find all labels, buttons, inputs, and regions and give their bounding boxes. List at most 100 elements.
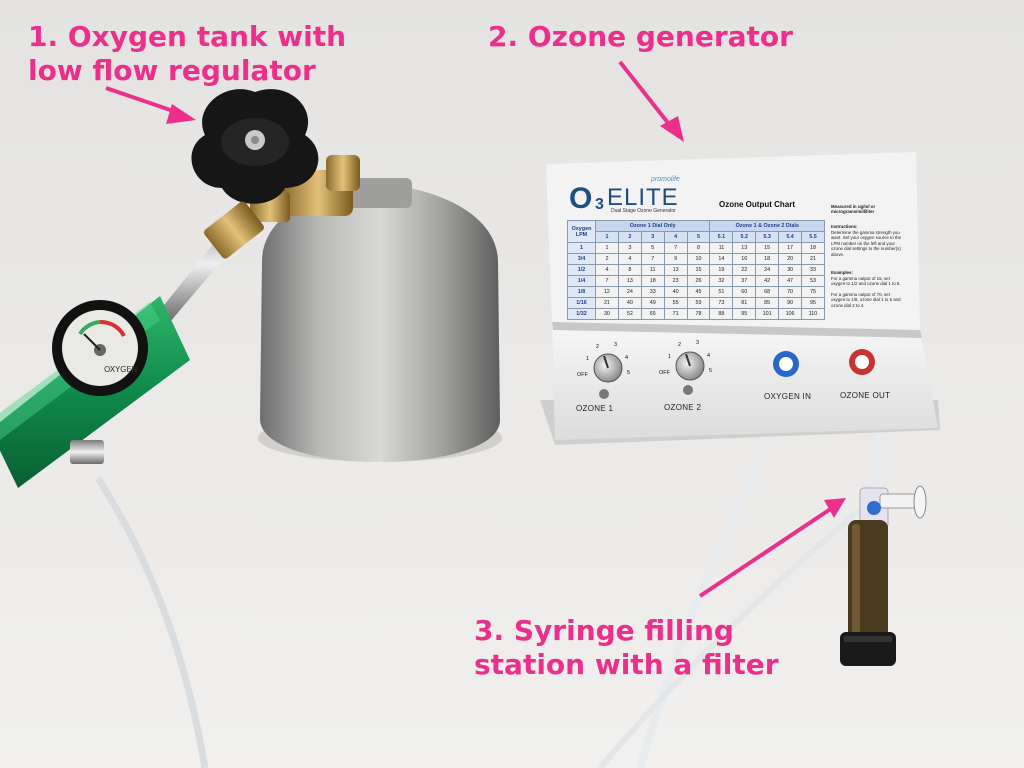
table-cell: 13 [617,275,642,287]
table-cell: 70 [778,286,803,298]
table-cell: 8 [617,264,642,276]
table-cell: 15 [755,242,780,254]
table-cell: 33 [640,286,665,298]
table-cell: 13 [663,264,688,276]
chart-title: Ozone Output Chart [719,200,795,209]
table-cell: 14 [709,253,734,265]
knob1-off-label: OFF [577,372,588,378]
generator-front-panel: O 3 ELITE promolife Dual Stage Ozone Gen… [555,160,910,330]
table-cell: 5 [640,242,665,254]
table-cell: 3 [617,242,642,254]
table-cell: 65 [640,308,665,320]
table-cell: 53 [801,275,825,287]
logo-brand: promolife [651,176,680,183]
logo-o: O [569,182,593,215]
group-header-2: Ozone 1 & Ozone 2 Dials [709,220,825,232]
table-cell: 7 [595,275,619,287]
gauge-label: OXYGEN [104,365,137,374]
table-cell: 52 [617,308,642,320]
ozone-out-port[interactable] [849,349,875,375]
lpm-cell: 1/4 [567,275,596,287]
table-cell: 33 [801,264,825,276]
table-cell: 40 [617,297,642,309]
table-cell: 1 [595,242,619,254]
table-cell: 7 [663,242,688,254]
lpm-cell: 1 [567,242,596,254]
table-cell: 45 [686,286,711,298]
lpm-cell: 1/16 [567,297,596,309]
table-cell: 55 [663,297,688,309]
table-cell: 101 [755,308,780,320]
knob1-tick-5: 5 [627,370,631,376]
table-cell: 42 [755,275,780,287]
callout-ozone-generator: 2. Ozone generator [488,20,793,54]
flow-regulator: OXYGEN [0,201,264,488]
dial-header-cell: 4 [663,231,688,243]
table-cell: 24 [617,286,642,298]
table-cell: 71 [663,308,688,320]
knob1-tick-3: 3 [614,342,618,348]
ozone-2-label: OZONE 2 [664,403,702,412]
table-cell: 12 [595,286,619,298]
table-cell: 78 [686,308,711,320]
table-cell: 15 [686,264,711,276]
table-cell: 18 [801,242,825,254]
table-cell: 26 [686,275,711,287]
table-cell: 40 [663,286,688,298]
measured-note: Measured in ug/ml or micrograms/millilit… [831,204,876,215]
logo-3: 3 [595,196,604,213]
table-cell: 47 [778,275,803,287]
table-cell: 21 [595,297,619,309]
table-cell: 20 [778,253,803,265]
table-cell: 30 [778,264,803,276]
table-cell: 88 [709,308,734,320]
oxygen-in-port[interactable] [773,351,799,377]
table-cell: 11 [640,264,665,276]
callout-line: 3. Syringe filling [474,614,734,647]
knob2-tick-2: 2 [678,342,682,348]
table-cell: 59 [686,297,711,309]
table-cell: 24 [755,264,780,276]
valve-handwheel-icon[interactable] [191,89,319,204]
ozone-2-knob[interactable] [675,351,705,395]
ozone-1-knob[interactable] [593,353,623,399]
knob2-tick-5: 5 [709,368,713,374]
table-cell: 60 [732,286,757,298]
knob2-tick-1: 1 [668,354,672,360]
table-cell: 85 [755,297,780,309]
table-cell: 16 [732,253,757,265]
tubing-left [95,476,209,768]
table-cell: 21 [801,253,825,265]
knob2-off-label: OFF [659,370,670,376]
table-cell: 30 [595,308,619,320]
table-cell: 81 [732,297,757,309]
table-cell: 10 [686,253,711,265]
table-cell: 2 [595,253,619,265]
example-1: For a gamma output of 15, set oxygen to … [831,276,901,287]
dial-header-cell: 5.4 [778,231,803,243]
knob1-tick-2: 2 [596,344,600,350]
lpm-cell: 1/32 [567,308,596,320]
table-cell: 19 [709,264,734,276]
dial-header-cell: 5 [686,231,711,243]
oxygen-tank [258,178,502,462]
syringe-filling-station [840,485,927,666]
ozone-out-label: OZONE OUT [840,391,891,400]
table-cell: 49 [640,297,665,309]
callout-arrows [105,60,846,598]
ozone-1-label: OZONE 1 [576,404,614,413]
tubing-syringe-return [597,507,862,768]
lpm-cell: 3/4 [567,253,596,265]
example-2: For a gamma output of 70, set oxygen to … [831,292,901,308]
table-cell: 75 [801,286,825,298]
table-cell: 9 [663,253,688,265]
knob2-tick-4: 4 [707,353,711,359]
lpm-header: Oxygen LPM [567,220,596,243]
oxygen-in-label: OXYGEN IN [764,392,812,401]
table-cell: 110 [801,308,825,320]
